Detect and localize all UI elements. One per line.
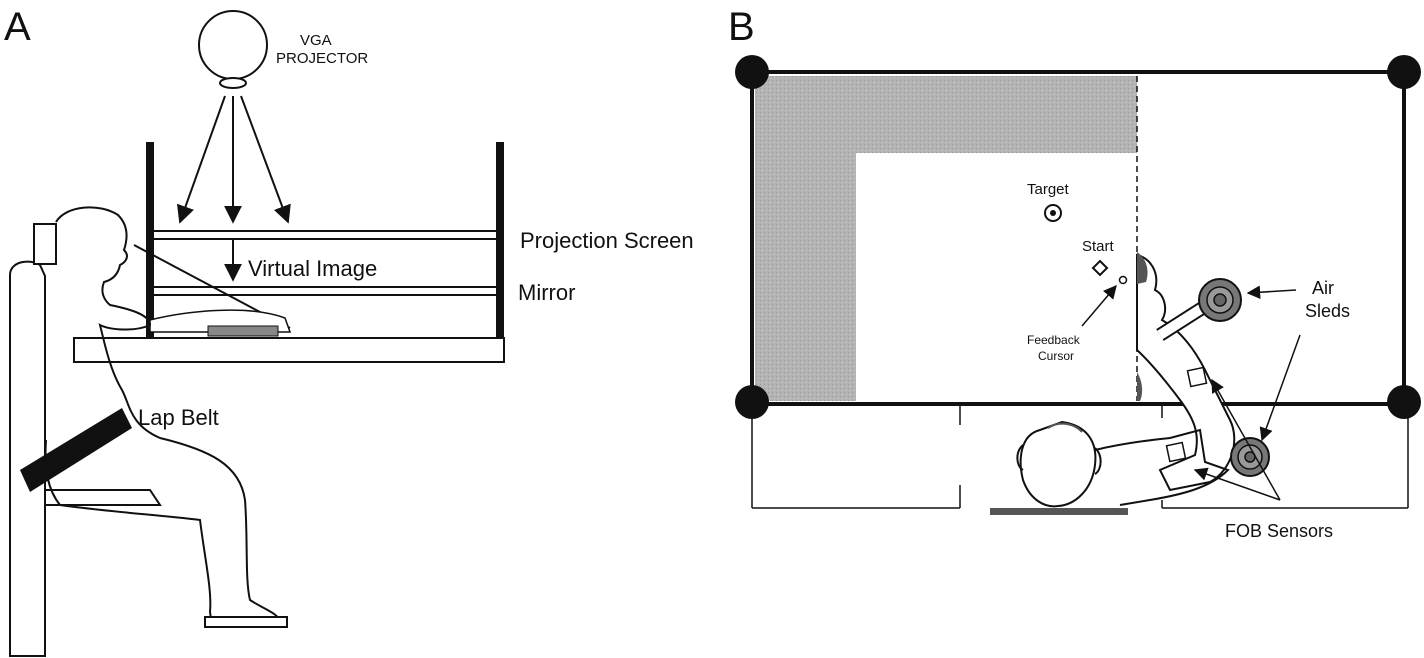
- chair: [9, 223, 162, 657]
- left-support-post: [146, 142, 154, 340]
- projector-label-line2: PROJECTOR: [276, 50, 368, 67]
- subject-arm-right: [1136, 253, 1236, 492]
- lap-belt-label: Lap Belt: [138, 405, 219, 430]
- shaded-region: [755, 76, 1137, 401]
- target-label: Target: [1027, 181, 1070, 198]
- feedback-label-line1: Feedback: [1027, 333, 1081, 347]
- panel-a-letter: A: [4, 5, 31, 49]
- seated-person: [44, 206, 282, 628]
- target-marker: [1044, 204, 1062, 222]
- start-marker: [1091, 259, 1109, 277]
- panel-b-letter: B: [728, 5, 755, 49]
- mirror: [154, 286, 496, 296]
- panel-a: A VGA PROJECTOR Projection Screen: [4, 5, 694, 657]
- subject-torso: [1094, 428, 1230, 506]
- lap-belt: [20, 408, 132, 492]
- vga-projector-icon: [198, 10, 268, 89]
- table-surface: [73, 337, 505, 363]
- air-sled-arrows: [1246, 285, 1301, 442]
- subject-head: [990, 420, 1128, 515]
- projector-label-line1: VGA: [300, 32, 332, 49]
- mirror-label: Mirror: [518, 280, 575, 305]
- projection-screen: [154, 230, 496, 240]
- projection-rays: [176, 95, 291, 282]
- fob-sensors-label: FOB Sensors: [1225, 521, 1333, 541]
- fob-sensor-arrows: [1193, 378, 1281, 501]
- air-sled-upper: [1156, 278, 1242, 341]
- air-sleds-label-line2: Sleds: [1305, 301, 1350, 321]
- corner-posts: [735, 55, 1421, 419]
- fob-sensor-lower: [1165, 441, 1187, 463]
- start-label: Start: [1082, 238, 1115, 255]
- lower-frame: [751, 404, 1409, 509]
- feedback-arrow: [1081, 284, 1117, 327]
- foot-rest: [204, 616, 288, 628]
- air-sled-lower: [1230, 437, 1270, 477]
- feedback-cursor-marker: [1118, 275, 1128, 285]
- display-area: [856, 153, 1137, 401]
- hand-shadow-upper: [1137, 252, 1148, 284]
- hand-shadow-lower: [1137, 372, 1143, 401]
- fob-sensor-upper: [1186, 366, 1208, 388]
- virtual-image-label: Virtual Image: [248, 256, 377, 281]
- panel-b: B Target Start Feedback Cursor: [728, 5, 1421, 541]
- right-support-post: [496, 142, 504, 340]
- hand-on-table: [149, 309, 292, 337]
- projection-screen-label: Projection Screen: [520, 228, 694, 253]
- air-sleds-label-line1: Air: [1312, 278, 1334, 298]
- feedback-label-line2: Cursor: [1038, 349, 1074, 363]
